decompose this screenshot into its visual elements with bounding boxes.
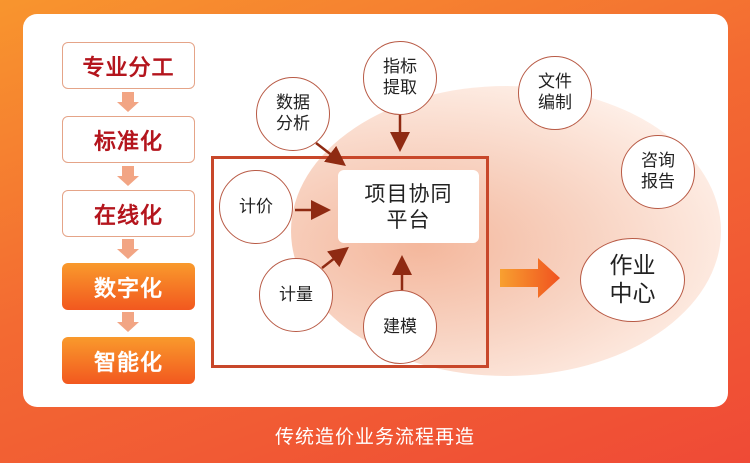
arrow-data-analysis [315, 142, 346, 167]
node-measurement: 计量 [259, 258, 333, 332]
down-arrow-icon [117, 166, 139, 186]
node-operation-center: 作业中心 [580, 238, 685, 322]
step-digitalization: 数字化 [62, 263, 195, 310]
step-online: 在线化 [62, 190, 195, 237]
node-pricing: 计价 [219, 170, 293, 244]
step-specialization: 专业分工 [62, 42, 195, 89]
node-modeling: 建模 [363, 290, 437, 364]
down-arrow-icon [117, 239, 139, 259]
node-consulting-report: 咨询报告 [621, 135, 695, 209]
step-standardization: 标准化 [62, 116, 195, 163]
step-intelligence: 智能化 [62, 337, 195, 384]
node-document-compilation: 文件编制 [518, 56, 592, 130]
arrow-measurement [321, 246, 349, 269]
platform-frame [211, 156, 489, 368]
node-data-analysis: 数据分析 [256, 77, 330, 151]
down-arrow-icon [117, 312, 139, 332]
footer-caption: 传统造价业务流程再造 [274, 426, 475, 448]
platform-box: 项目协同平台 [338, 170, 479, 243]
right-arrow-icon [500, 258, 560, 298]
node-indicator-extraction: 指标提取 [363, 41, 437, 115]
down-arrow-icon [117, 92, 139, 112]
